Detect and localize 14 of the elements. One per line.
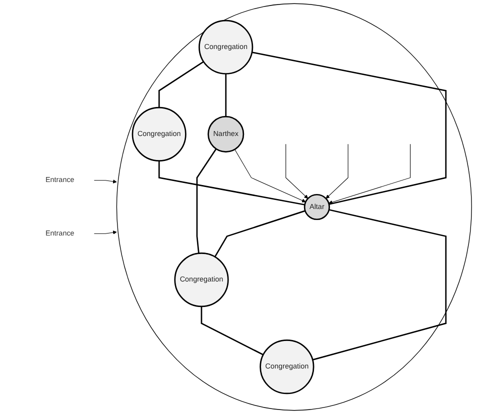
connector bbox=[158, 61, 204, 108]
arrow bbox=[94, 180, 117, 184]
arrow bbox=[326, 144, 348, 199]
arrow bbox=[328, 144, 410, 204]
connector bbox=[214, 210, 306, 258]
connector bbox=[158, 160, 305, 206]
connector bbox=[200, 306, 264, 356]
arrow bbox=[285, 144, 308, 199]
connector bbox=[196, 148, 217, 254]
connector bbox=[252, 52, 446, 205]
connector bbox=[312, 209, 446, 360]
connector bbox=[225, 74, 226, 117]
arrow bbox=[94, 230, 117, 234]
arrow bbox=[234, 149, 306, 202]
